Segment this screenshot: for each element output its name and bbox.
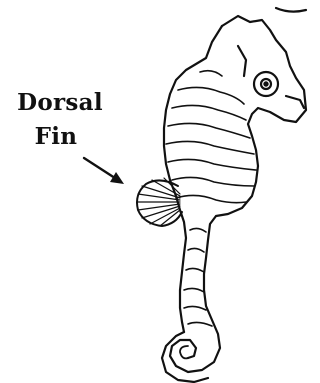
corner-scribble xyxy=(276,8,306,12)
annotation-label-line2: Fin xyxy=(26,123,86,151)
annotation-label-line1: Dorsal xyxy=(4,89,116,117)
tail-spiral xyxy=(180,346,188,358)
eye-pupil xyxy=(264,82,267,85)
snout-line xyxy=(286,96,304,108)
seahorse-outline xyxy=(170,16,306,372)
dorsal-fin xyxy=(137,178,182,226)
arrow-icon xyxy=(84,158,124,184)
crown-ridge xyxy=(238,46,246,76)
